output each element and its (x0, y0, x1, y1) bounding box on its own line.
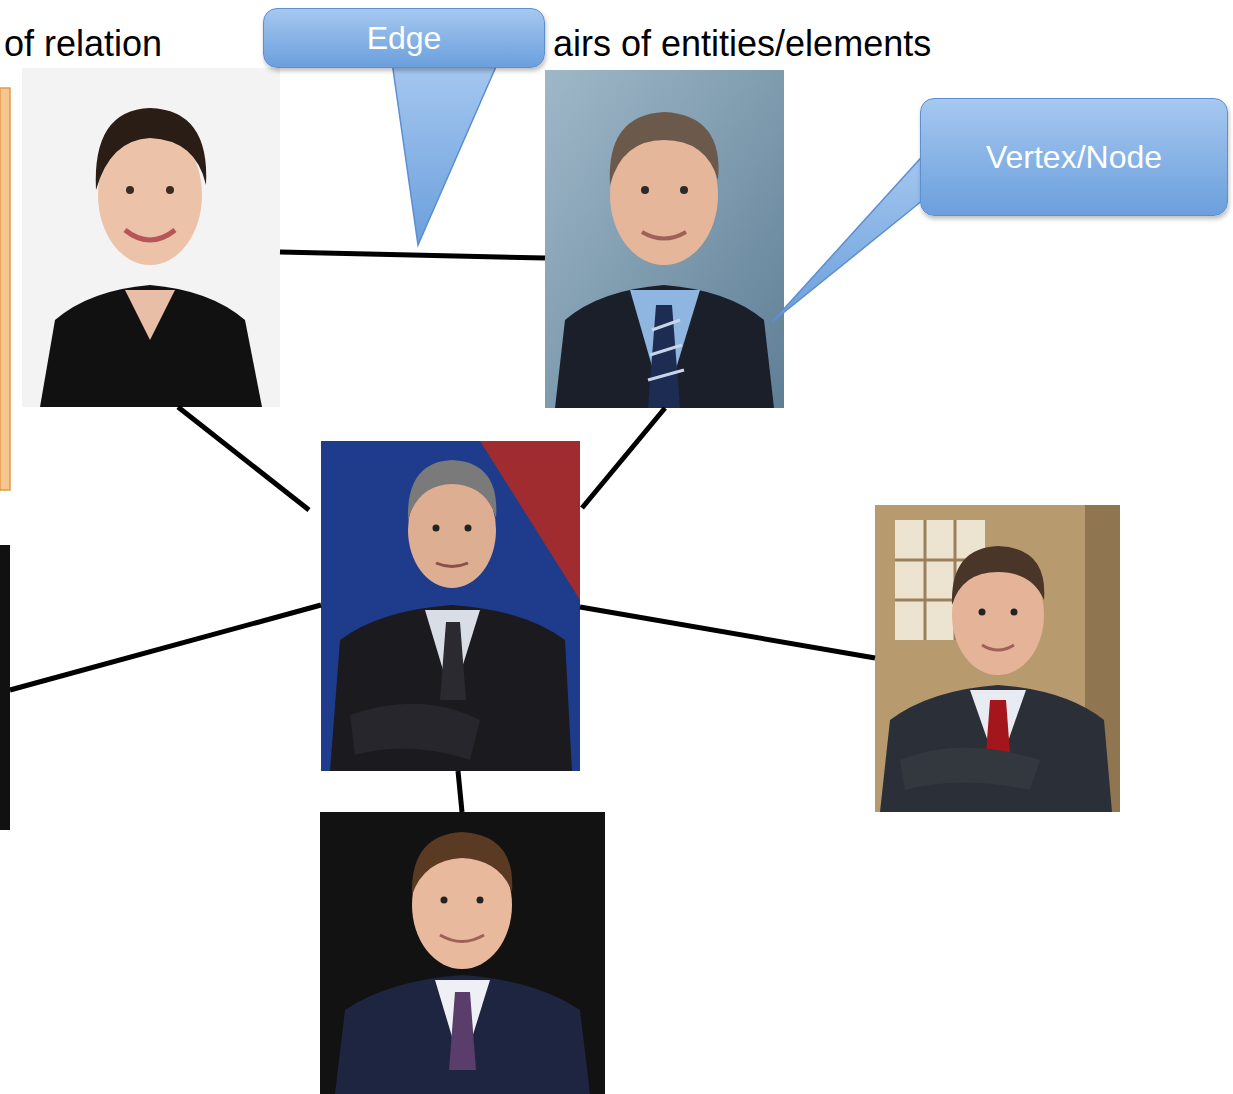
heading-fragment: airs of entities/elements (553, 22, 931, 65)
portrait-photo (875, 505, 1120, 812)
callout-box: Edge (263, 8, 545, 68)
portrait-photo (545, 70, 784, 408)
callout-text: Vertex/Node (986, 139, 1162, 176)
orange-panel (0, 88, 10, 490)
callout-box: Vertex/Node (920, 98, 1228, 216)
portrait-photo (22, 68, 280, 407)
portrait-photo (320, 812, 605, 1094)
heading-fragment: of relation (4, 22, 162, 65)
callout-tail (772, 150, 928, 322)
relation-line (10, 252, 875, 812)
portrait-photo (321, 441, 580, 771)
dark-photo (0, 545, 10, 830)
callout-text: Edge (367, 20, 442, 57)
callout-tail (392, 62, 498, 245)
